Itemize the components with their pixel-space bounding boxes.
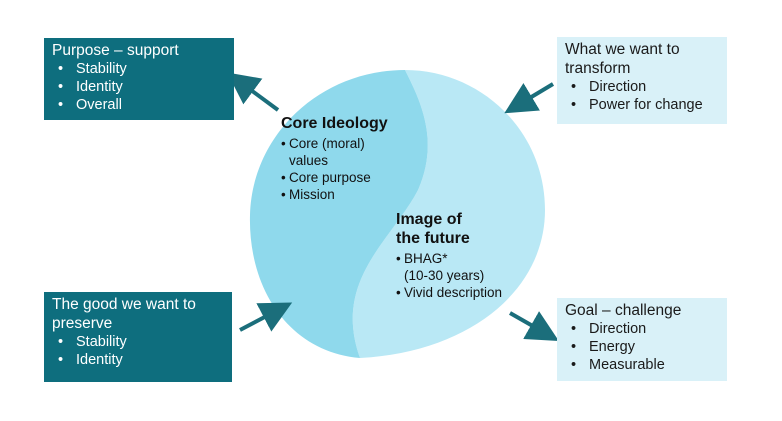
goal-challenge-title: Goal – challenge <box>565 302 682 319</box>
list-item: Overall <box>52 96 226 114</box>
list-item: BHAG* <box>396 250 536 267</box>
good-to-preserve-title-line2: preserve <box>52 315 113 332</box>
arrow-from-preserve <box>239 302 293 332</box>
purpose-support-title: Purpose – support <box>52 42 179 59</box>
list-item: Mission <box>281 186 411 203</box>
goal-challenge-box: Goal – challenge Direction Energy Measur… <box>557 298 727 381</box>
list-item: Identity <box>52 351 224 369</box>
list-item: Direction <box>565 78 719 96</box>
image-of-future-list: BHAG* (10-30 years) Vivid description <box>396 250 536 301</box>
arrow-from-transform <box>504 82 555 114</box>
list-item: Core (moral) <box>281 135 411 152</box>
list-item: Vivid description <box>396 284 536 301</box>
list-item: Stability <box>52 60 226 78</box>
arrow-to-purpose <box>227 72 280 112</box>
list-item: Direction <box>565 320 719 338</box>
list-item-continuation: values <box>289 153 329 168</box>
what-to-transform-title-line1: What we want to <box>565 41 680 58</box>
list-item: Core purpose <box>281 169 411 186</box>
list-item: Measurable <box>565 356 719 374</box>
good-to-preserve-title-line1: The good we want to <box>52 296 196 313</box>
good-to-preserve-list: Stability Identity <box>52 333 224 369</box>
what-to-transform-box: What we want to transform Direction Powe… <box>557 37 727 124</box>
core-ideology-heading: Core Ideology <box>281 115 388 132</box>
image-of-future-text: Image of the future BHAG* (10-30 years) … <box>396 210 536 301</box>
list-item-continuation: (10-30 years) <box>404 268 485 283</box>
what-to-transform-title-line2: transform <box>565 60 631 77</box>
image-of-future-heading-line1: Image of <box>396 211 462 228</box>
purpose-support-list: Stability Identity Overall <box>52 60 226 114</box>
list-item: Energy <box>565 338 719 356</box>
goal-challenge-list: Direction Energy Measurable <box>565 320 719 374</box>
core-ideology-list: Core (moral) values Core purpose Mission <box>281 135 411 203</box>
list-item: Power for change <box>565 96 719 114</box>
purpose-support-box: Purpose – support Stability Identity Ove… <box>44 38 234 120</box>
list-item: Identity <box>52 78 226 96</box>
core-ideology-text: Core Ideology Core (moral) values Core p… <box>281 114 411 203</box>
arrow-to-goal <box>509 311 559 341</box>
good-to-preserve-box: The good we want to preserve Stability I… <box>44 292 232 382</box>
list-item: Stability <box>52 333 224 351</box>
what-to-transform-list: Direction Power for change <box>565 78 719 114</box>
image-of-future-heading-line2: the future <box>396 230 470 247</box>
